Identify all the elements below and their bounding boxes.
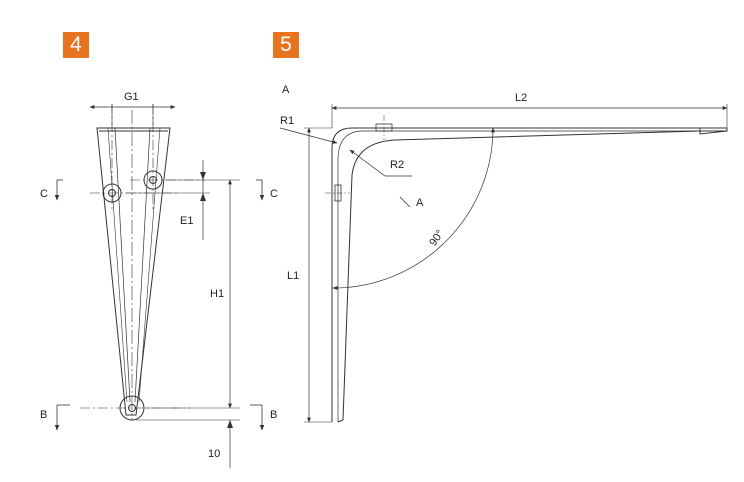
label-a-top: A [282,84,290,96]
label-angle: 90° [427,228,446,249]
label-b-right: B [270,409,277,421]
view-a-mark [399,196,411,208]
figure-4-badge: 4 [63,32,89,58]
label-r2: R2 [390,159,404,171]
angle-arc [332,127,495,290]
figure-5-labels: A L2 R1 R2 A 90° L1 [280,84,527,282]
label-c-left: C [40,188,48,200]
figure-5-badge: 5 [273,32,299,58]
bracket-profile-outer [331,127,727,422]
label-e1: E1 [180,215,193,227]
label-l2: L2 [515,92,527,104]
label-h1: H1 [210,288,224,300]
r1-leader [279,127,338,144]
hole-bottom [119,395,145,421]
label-c-right: C [270,188,278,200]
label-10: 10 [208,448,220,460]
label-r1: R1 [280,115,294,127]
figure-4-bracket-front-view [54,104,265,468]
bracket-profile-inner [337,130,727,422]
label-b-left: B [40,409,47,421]
label-a-view: A [416,197,424,209]
label-l1: L1 [287,270,299,282]
figure-5-bracket-side-view [279,104,728,423]
bracket-web [342,130,701,421]
hole-right [143,170,163,190]
label-g1: G1 [124,91,139,103]
hole-left [102,183,122,203]
figure-4-labels: G1 C C E1 H1 B B 10 [40,91,278,460]
bracket-outline [96,127,171,416]
